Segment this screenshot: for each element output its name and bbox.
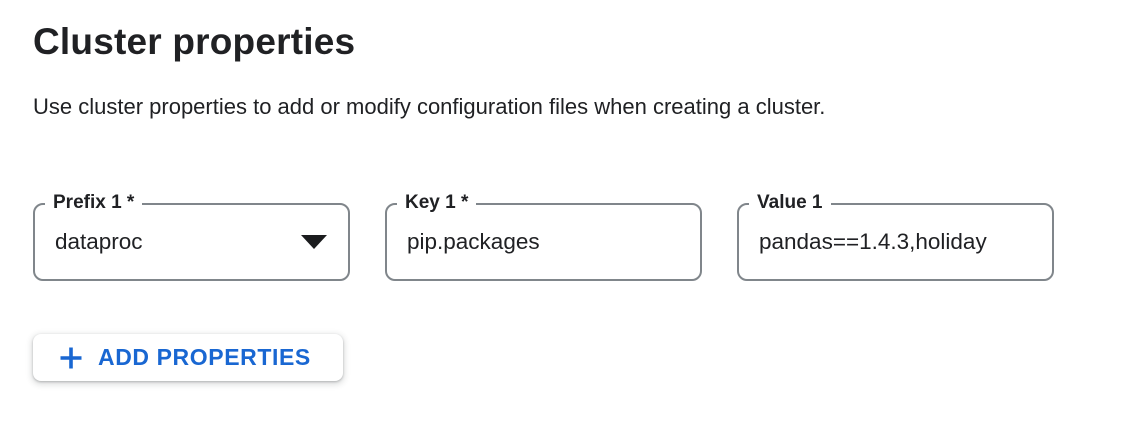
dropdown-arrow-icon	[301, 235, 327, 249]
value-label: Value 1	[749, 191, 831, 215]
key-input-box	[385, 203, 702, 281]
key-input[interactable]	[407, 229, 682, 255]
prefix-label: Prefix 1 *	[45, 191, 143, 215]
value-input-box	[737, 203, 1054, 281]
value-input[interactable]	[759, 229, 1034, 255]
value-field: Value 1	[737, 191, 1054, 281]
page-title: Cluster properties	[33, 21, 356, 62]
add-properties-label: ADD PROPERTIES	[98, 344, 311, 370]
plus-icon	[60, 347, 82, 368]
property-row: Prefix 1 * dataproc Key 1 * Value 1	[33, 191, 1122, 281]
key-label: Key 1 *	[397, 191, 477, 215]
prefix-field: Prefix 1 * dataproc	[33, 191, 350, 281]
page-description: Use cluster properties to add or modify …	[33, 94, 826, 119]
add-properties-button[interactable]: ADD PROPERTIES	[33, 334, 343, 381]
section-content: Cluster properties Use cluster propertie…	[33, 21, 1122, 381]
prefix-select[interactable]: dataproc	[33, 203, 350, 281]
prefix-selected-value: dataproc	[55, 229, 143, 254]
key-field: Key 1 *	[385, 191, 702, 281]
